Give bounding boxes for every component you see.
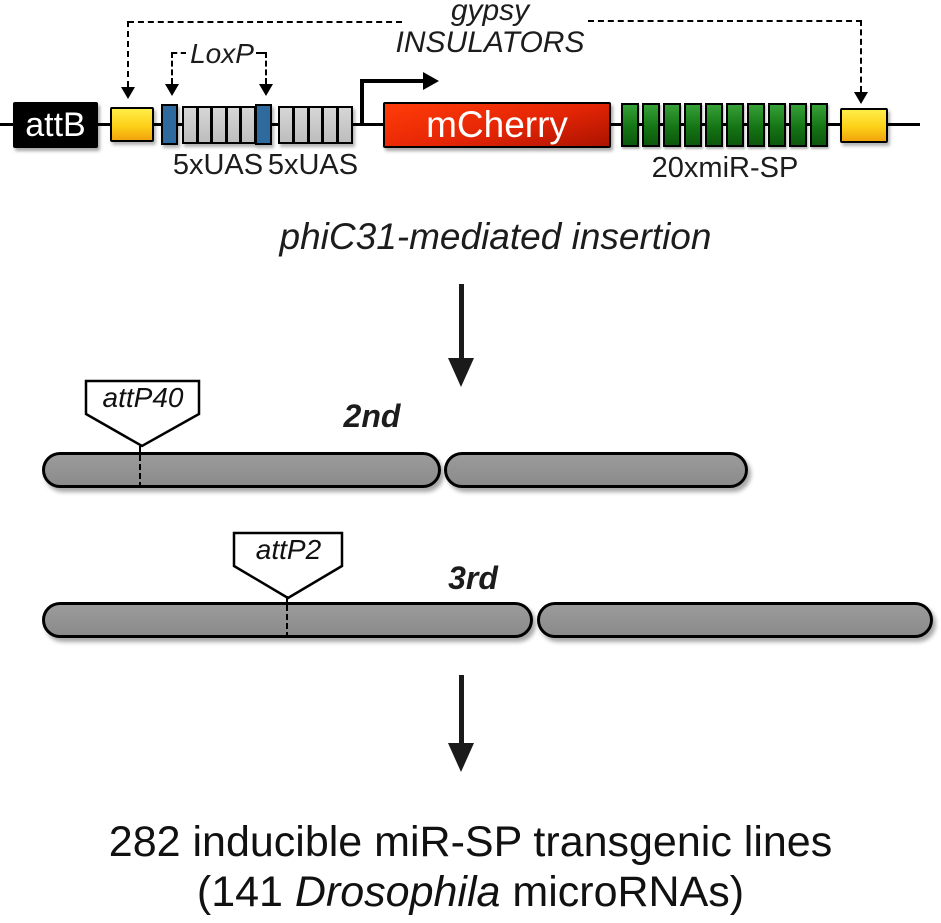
uas-cell bbox=[242, 108, 254, 142]
chromosome-3-right-arm bbox=[537, 602, 933, 638]
uas-block-1 bbox=[182, 106, 256, 144]
attb-box-label: attB bbox=[25, 105, 86, 144]
loxp-dashed-tick-right bbox=[256, 52, 267, 54]
insulator-dashed-line-right bbox=[588, 20, 862, 22]
chromosome-3-label: 3rd bbox=[448, 560, 498, 596]
insulator-dashed-line-left-vertical bbox=[127, 21, 129, 87]
summary-line-2-prefix: (141 bbox=[196, 868, 295, 916]
mir-sp-box bbox=[810, 103, 828, 147]
mcherry-box-label: mCherry bbox=[426, 104, 568, 145]
chromosome-2-left-arm bbox=[42, 452, 441, 488]
mcherry-box: mCherry bbox=[383, 102, 611, 148]
attp40-flag-label: attP40 bbox=[102, 382, 184, 413]
attb-box: attB bbox=[13, 102, 98, 148]
tss-arrow-horizontal bbox=[360, 79, 424, 83]
mir-sp-repeat-row bbox=[621, 103, 828, 147]
loxp-dashed-line-right bbox=[265, 52, 267, 84]
attp2-insertion-dash bbox=[286, 596, 288, 638]
attp2-flag-label: attP2 bbox=[255, 534, 322, 565]
attp40-insertion-dash bbox=[139, 446, 141, 488]
mir-sp-box bbox=[705, 103, 723, 147]
uas-cell bbox=[309, 108, 322, 142]
loxp-site-box-2 bbox=[255, 104, 272, 145]
uas-label-2: 5xUAS bbox=[267, 149, 359, 181]
tss-arrowhead-icon bbox=[423, 72, 439, 90]
down-arrow-2-line bbox=[459, 675, 464, 745]
mir-sp-box bbox=[642, 103, 660, 147]
down-arrow-2-head-icon bbox=[448, 743, 474, 772]
loxp-site-box-1 bbox=[161, 104, 178, 145]
gypsy-insulator-box-left bbox=[110, 107, 154, 142]
chromosome-2-label: 2nd bbox=[343, 398, 401, 434]
phic31-caption: phiC31-mediated insertion bbox=[279, 216, 712, 257]
chromosome-2-right-arm bbox=[444, 452, 748, 488]
insulator-dashed-line-left bbox=[128, 21, 402, 23]
uas-label-1: 5xUAS bbox=[172, 149, 264, 181]
loxp-dashed-tick-left bbox=[172, 52, 186, 54]
loxp-arrowhead-right-icon bbox=[259, 84, 273, 96]
uas-cell bbox=[339, 108, 351, 142]
uas-cell bbox=[294, 108, 307, 142]
attp40-flag bbox=[84, 379, 201, 448]
insulator-dashed-line-right-vertical bbox=[860, 20, 862, 92]
loxp-arrowhead-left-icon bbox=[165, 84, 179, 96]
mir-sp-box bbox=[684, 103, 702, 147]
summary-line-2-suffix: microRNAs) bbox=[500, 868, 745, 916]
mir-sp-box bbox=[768, 103, 786, 147]
uas-cell bbox=[198, 108, 211, 142]
mir-sp-box bbox=[789, 103, 807, 147]
uas-cell bbox=[280, 108, 292, 142]
mir-sp-box bbox=[747, 103, 765, 147]
down-arrow-1-head-icon bbox=[448, 358, 474, 387]
summary-line-2-species: Drosophila bbox=[294, 868, 501, 916]
uas-cell bbox=[213, 108, 225, 142]
loxp-dashed-line-left bbox=[171, 52, 173, 84]
mir-sp-box bbox=[621, 103, 639, 147]
gypsy-insulator-box-right bbox=[840, 108, 888, 143]
mir-sp-label: 20xmiR-SP bbox=[651, 152, 799, 184]
summary-line-1: 282 inducible miR-SP transgenic lines bbox=[108, 818, 833, 866]
tss-arrow-vertical bbox=[360, 79, 364, 125]
summary-line-2: (141 Drosophila microRNAs) bbox=[0, 868, 941, 917]
insulator-arrowhead-right-icon bbox=[854, 92, 868, 104]
down-arrow-1-line bbox=[459, 284, 464, 360]
attp2-flag bbox=[232, 531, 344, 600]
uas-cell bbox=[184, 108, 196, 142]
uas-cell bbox=[324, 108, 337, 142]
insulators-label: INSULATORS bbox=[395, 26, 585, 59]
uas-cell bbox=[227, 108, 240, 142]
mir-sp-box bbox=[726, 103, 744, 147]
uas-block-2 bbox=[278, 106, 353, 144]
loxp-label: LoxP bbox=[190, 38, 254, 69]
mir-sp-box bbox=[663, 103, 681, 147]
gypsy-label: gypsy bbox=[450, 0, 530, 27]
insulator-arrowhead-left-icon bbox=[121, 87, 135, 99]
